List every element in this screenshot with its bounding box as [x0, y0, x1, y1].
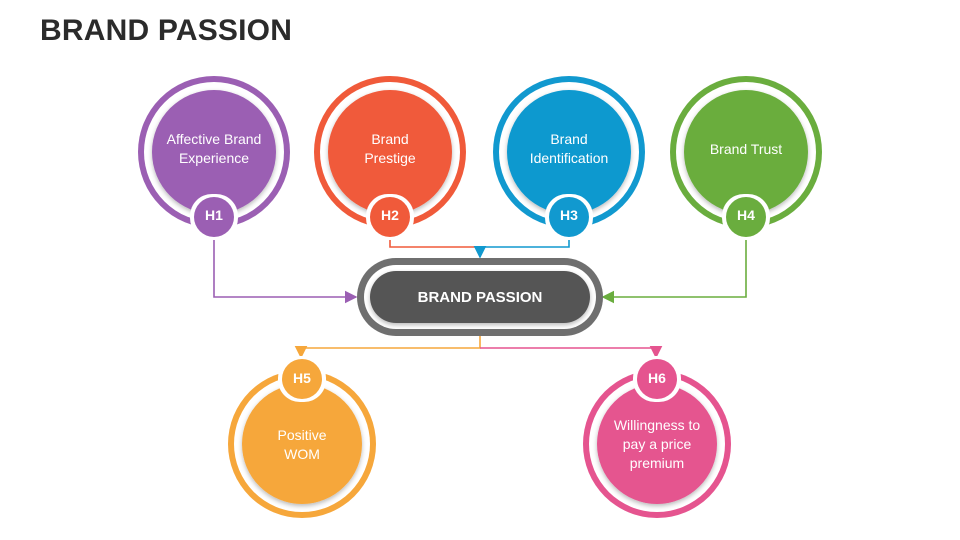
node-h2-tag-label: H2	[381, 207, 399, 223]
node-h4-label-line1: Brand Trust	[710, 141, 782, 157]
page-title: BRAND PASSION	[40, 14, 293, 47]
node-h5-tag-label: H5	[293, 370, 311, 386]
connector-h4	[601, 236, 747, 304]
node-h4-core	[684, 90, 808, 214]
connector-h3	[473, 236, 570, 259]
hub-pill	[370, 271, 590, 323]
node-h6-tag	[637, 359, 677, 399]
hub-node: BRAND PASSION	[357, 258, 603, 336]
node-h5-label-line2: WOM	[284, 446, 320, 462]
node-h3-tag	[549, 197, 589, 237]
connectors	[213, 236, 747, 359]
node-h3-label-line2: Identification	[530, 150, 609, 166]
connector-h2	[389, 236, 480, 248]
connector-h1	[213, 236, 358, 304]
node-h5-core	[242, 384, 362, 504]
node-h4-tag-label: H4	[737, 207, 755, 223]
node-h6: H6 Willingness to pay a price premium	[583, 356, 731, 518]
node-h1: Affective Brand Experience H1	[138, 76, 290, 240]
node-h2-core	[328, 90, 452, 214]
connector-h5	[294, 336, 481, 359]
node-h6-label-line2: pay a price	[623, 436, 692, 452]
node-h4-tag	[726, 197, 766, 237]
node-h6-label-line3: premium	[630, 455, 684, 471]
node-h6-core	[597, 384, 717, 504]
node-h2-tag	[370, 197, 410, 237]
node-h3-core	[507, 90, 631, 214]
node-h1-tag-label: H1	[205, 207, 223, 223]
node-h2: Brand Prestige H2	[314, 76, 466, 240]
hub-label: BRAND PASSION	[418, 289, 543, 306]
node-h2-label-line1: Brand	[371, 131, 408, 147]
node-h5-tag	[282, 359, 322, 399]
node-h5-label-line1: Positive	[277, 427, 326, 443]
node-h6-tag-label: H6	[648, 370, 666, 386]
node-h1-label-line1: Affective Brand	[167, 131, 262, 147]
node-h5: H5 Positive WOM	[228, 356, 376, 518]
node-h1-core	[152, 90, 276, 214]
node-h1-tag	[194, 197, 234, 237]
node-h3-label-line1: Brand	[550, 131, 587, 147]
node-h1-label-line2: Experience	[179, 150, 249, 166]
node-h3-tag-label: H3	[560, 207, 578, 223]
node-h4: Brand Trust H4	[670, 76, 822, 240]
connector-h6	[480, 345, 663, 359]
node-h3: Brand Identification H3	[493, 76, 645, 240]
node-h2-label-line2: Prestige	[364, 150, 416, 166]
node-h6-label-line1: Willingness to	[614, 417, 701, 433]
